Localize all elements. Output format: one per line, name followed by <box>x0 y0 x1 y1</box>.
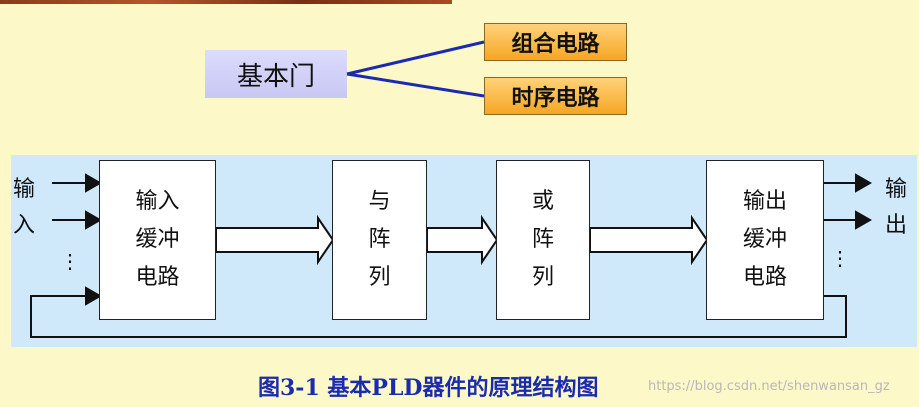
stage-arrows <box>215 214 709 266</box>
input-buffer-block: 输入 缓冲 电路 <box>99 160 216 320</box>
combinational-circuit-box: 组合电路 <box>484 23 627 61</box>
output-arrows <box>824 173 873 230</box>
sequential-circuit-box: 时序电路 <box>484 77 627 115</box>
input-arrows <box>52 173 103 306</box>
input-ellipsis: ⋮ <box>60 249 80 273</box>
or-array-block: 或 阵 列 <box>496 160 590 320</box>
figure-caption: 图3-1 基本PLD器件的原理结构图 <box>258 375 599 401</box>
top-decoration-strip <box>0 0 452 4</box>
basic-gate-box: 基本门 <box>205 50 347 98</box>
watermark: https://blog.csdn.net/shenwansan_gz <box>648 379 890 394</box>
output-label: 输 出 <box>885 177 908 238</box>
taxonomy-connectors <box>346 40 485 98</box>
output-ellipsis: ⋮ <box>830 246 850 270</box>
and-array-block: 与 阵 列 <box>332 160 427 320</box>
feedback-loop <box>30 295 847 338</box>
input-label: 输 入 <box>13 177 36 238</box>
output-buffer-block: 输出 缓冲 电路 <box>706 160 824 320</box>
